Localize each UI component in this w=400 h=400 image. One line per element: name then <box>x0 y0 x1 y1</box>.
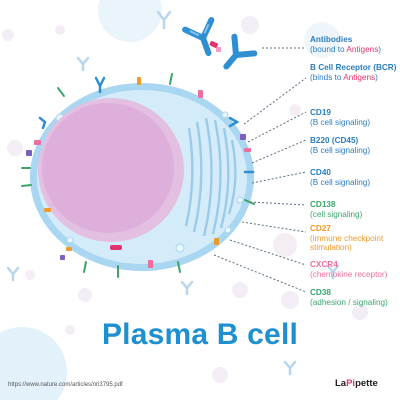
label-cd138: CD138 (cell signaling) <box>310 200 362 219</box>
label-antibodies: Antibodies (bound to Antigens) <box>310 35 381 54</box>
brand-accent: Pi <box>346 378 356 389</box>
membrane-receptors <box>21 73 255 278</box>
label-cd138-name: CD138 <box>310 200 336 209</box>
brand-prefix: La <box>335 378 347 389</box>
label-cxcr4: CXCR4 (chemokine receptor) <box>310 260 387 279</box>
label-cd38-name: CD38 <box>310 288 331 297</box>
endoplasmic-reticulum <box>184 117 237 237</box>
label-cd38-desc: (adhesion / signaling) <box>310 297 388 307</box>
plasma-cell <box>30 83 254 271</box>
label-b220-desc: (B cell signaling) <box>310 145 371 155</box>
label-cd38: CD38 (adhesion / signaling) <box>310 288 388 307</box>
label-cd138-desc: (cell signaling) <box>310 209 363 219</box>
label-cxcr4-desc: (chemokine receptor) <box>310 269 388 279</box>
label-cd40-desc: (B cell signaling) <box>310 177 371 187</box>
label-antibodies-name: Antibodies <box>310 35 353 44</box>
floating-antibody-icons <box>6 10 340 376</box>
label-bcr-name: B Cell Receptor (BCR) <box>310 63 397 72</box>
label-cxcr4-name: CXCR4 <box>310 260 338 269</box>
label-b220-name: B220 (CD45) <box>310 136 359 145</box>
antibodies-cluster <box>182 17 258 70</box>
background-decoration <box>0 0 368 400</box>
label-bcr-desc: (binds to Antigens) <box>310 72 378 82</box>
label-cd27: CD27 (immune checkpoint stimulation) <box>310 224 394 253</box>
label-cd19-name: CD19 <box>310 108 331 117</box>
label-cd40-name: CD40 <box>310 168 331 177</box>
label-cd19: CD19 (B cell signaling) <box>310 108 370 127</box>
label-cd40: CD40 (B cell signaling) <box>310 168 370 187</box>
vesicles <box>55 111 244 253</box>
label-cd27-desc: (immune checkpoint stimulation) <box>310 233 384 253</box>
label-b220: B220 (CD45) (B cell signaling) <box>310 136 370 155</box>
label-cd19-desc: (B cell signaling) <box>310 117 371 127</box>
page-title: Plasma B cell <box>101 318 299 351</box>
label-antibodies-desc: (bound to Antigens) <box>310 44 382 54</box>
label-bcr: B Cell Receptor (BCR) (binds to Antigens… <box>310 63 396 82</box>
pointer-lines <box>213 47 307 293</box>
brand-suffix: pette <box>355 378 378 389</box>
source-link[interactable]: https://www.nature.com/articles/nri3795.… <box>8 382 123 388</box>
label-cd27-name: CD27 <box>310 224 331 233</box>
brand-logo: LaPipette <box>335 378 378 389</box>
